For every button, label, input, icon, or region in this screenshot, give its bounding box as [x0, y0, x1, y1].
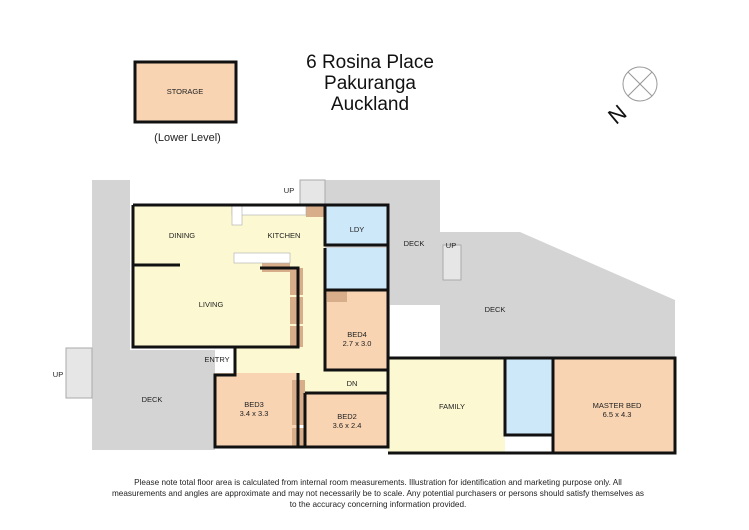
- label-kitchen: KITCHEN: [268, 231, 301, 240]
- label-living: LIVING: [199, 300, 224, 309]
- address-line1: 6 Rosina Place: [306, 52, 434, 73]
- north-label: N: [603, 100, 631, 129]
- label-master: MASTER BED: [593, 401, 642, 410]
- address-line2: Pakuranga: [324, 73, 416, 94]
- deck-left: [92, 180, 215, 450]
- laundry: [325, 205, 388, 245]
- label-entry: ENTRY: [204, 355, 229, 364]
- address-title: 6 Rosina Place Pakuranga Auckland: [250, 52, 490, 115]
- bed4: [325, 290, 388, 370]
- size-master: 6.5 x 4.3: [603, 410, 632, 419]
- label-up-right: UP: [446, 241, 456, 250]
- bed2: [305, 393, 388, 447]
- address-line3: Auckland: [330, 94, 410, 115]
- label-deck-top: DECK: [404, 239, 425, 248]
- label-deck-left: DECK: [142, 395, 163, 404]
- deck-right: [440, 232, 675, 358]
- master-bed: [553, 358, 675, 453]
- ensuite: [505, 358, 553, 435]
- label-up-top: UP: [284, 186, 294, 195]
- hall-lower: [298, 370, 388, 393]
- bed3: [215, 373, 298, 447]
- north-arrow-icon: N: [603, 66, 658, 129]
- size-bed4: 2.7 x 3.0: [343, 339, 372, 348]
- label-bed4: BED4: [347, 330, 367, 339]
- label-family: FAMILY: [439, 402, 465, 411]
- hall: [235, 265, 325, 375]
- disclaimer: Please note total floor area is calculat…: [111, 478, 644, 509]
- family: [388, 358, 505, 453]
- label-ldy: LDY: [350, 225, 365, 234]
- storage-label: STORAGE: [167, 87, 204, 96]
- stairs: [65, 179, 462, 399]
- storage-caption: (Lower Level): [154, 132, 221, 144]
- label-dining: DINING: [169, 231, 195, 240]
- label-deck-right: DECK: [485, 305, 506, 314]
- bathroom: [325, 248, 388, 290]
- storage-room: [133, 60, 238, 124]
- label-bed3: BED3: [244, 400, 264, 409]
- size-bed2: 3.6 x 2.4: [333, 421, 362, 430]
- size-bed3: 3.4 x 3.3: [240, 409, 269, 418]
- label-bed2: BED2: [337, 412, 357, 421]
- label-up-left: UP: [53, 370, 63, 379]
- label-dn: DN: [347, 379, 358, 388]
- walls: [131, 203, 677, 455]
